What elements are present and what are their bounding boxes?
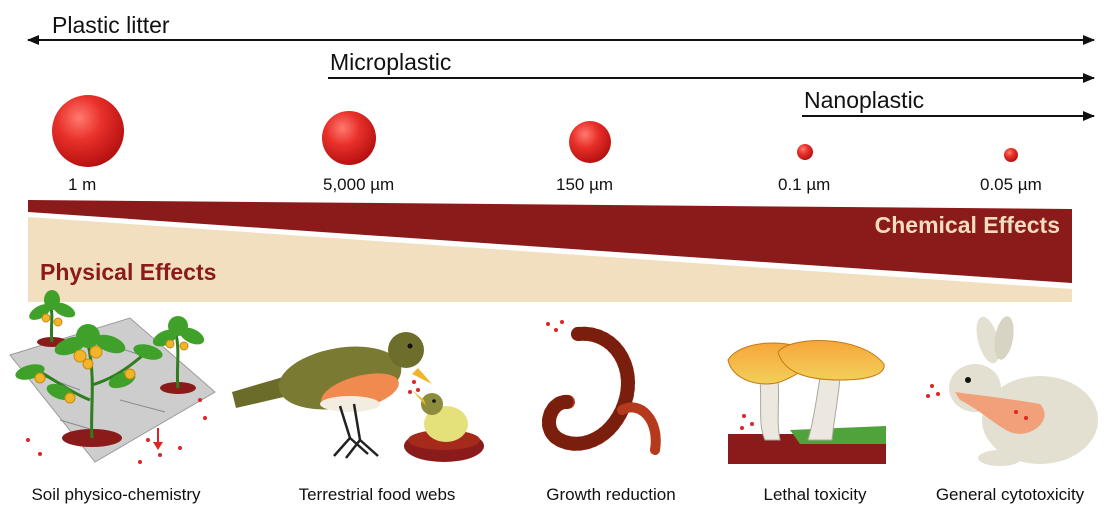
microplastic-arrow: Microplastic <box>328 49 1094 78</box>
captions: Soil physico-chemistry Terrestrial food … <box>31 485 1084 504</box>
bird-feeding-illustration <box>232 332 484 462</box>
chemical-effects-label: Chemical Effects <box>875 212 1060 238</box>
caption-general-cytotoxicity: General cytotoxicity <box>936 485 1085 504</box>
plastic-litter-arrow: Plastic litter <box>28 12 1094 40</box>
microplastic-label: Microplastic <box>330 49 451 75</box>
size-label-150um: 150 µm <box>556 175 613 194</box>
particle-5000um-icon <box>322 111 376 165</box>
size-label-0-05um: 0.05 µm <box>980 175 1042 194</box>
nanoplastic-arrow: Nanoplastic <box>802 87 1094 116</box>
size-label-1m: 1 m <box>68 175 96 194</box>
mushrooms-illustration <box>728 341 886 464</box>
earthworm-illustration <box>546 320 656 450</box>
particle-0-05um-icon <box>1004 148 1018 162</box>
caption-terrestrial-food-webs: Terrestrial food webs <box>299 485 456 504</box>
physical-effects-label: Physical Effects <box>40 259 216 285</box>
particle-150um-icon <box>569 121 611 163</box>
particle-0-1um-icon <box>797 144 813 160</box>
nanoplastic-label: Nanoplastic <box>804 87 924 113</box>
size-label-0-1um: 0.1 µm <box>778 175 830 194</box>
caption-soil-physico-chemistry: Soil physico-chemistry <box>31 485 201 504</box>
particle-1m-icon <box>52 95 124 167</box>
caption-growth-reduction: Growth reduction <box>546 485 675 504</box>
rabbit-illustration <box>926 314 1098 466</box>
plastic-litter-label: Plastic litter <box>52 12 170 38</box>
size-label-5000um: 5,000 µm <box>323 175 394 194</box>
caption-lethal-toxicity: Lethal toxicity <box>764 485 867 504</box>
tomato-plants-illustration <box>10 290 215 464</box>
effects-bands: Chemical Effects Physical Effects <box>28 200 1072 302</box>
